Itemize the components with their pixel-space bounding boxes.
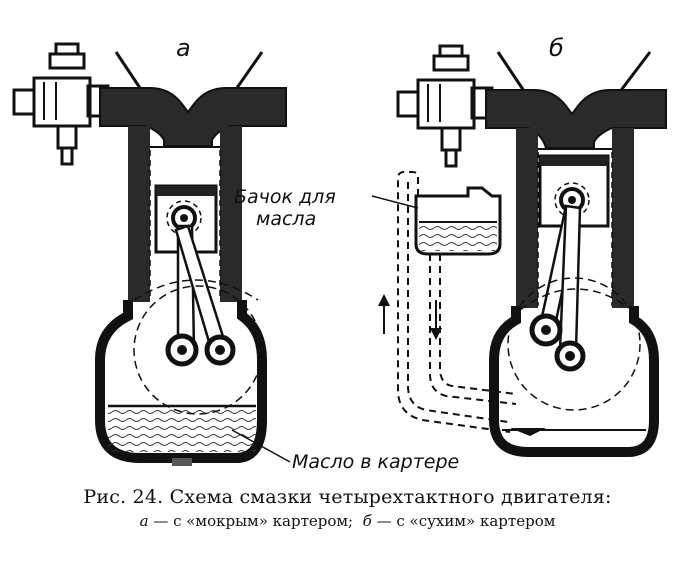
caption-letter-a: а <box>139 512 149 530</box>
spark-plug-a <box>12 42 110 166</box>
spark-plug-b <box>396 44 494 168</box>
oil-tank <box>371 186 502 256</box>
diagram-label-b: б <box>549 34 564 62</box>
diagram-label-a: а <box>176 34 191 62</box>
engine-b-dry-sump <box>396 44 667 457</box>
crankcase-oil-label: Масло в картере <box>292 451 460 473</box>
caption-line-1: Рис. 24. Схема смазки четырехтактного дв… <box>83 486 612 508</box>
caption-line-2: а — с «мокрым» картером; б — с «сухим» к… <box>0 512 695 530</box>
engine-a-wet-sump <box>12 42 291 466</box>
caption-text-b: — с «сухим» картером <box>371 512 556 530</box>
oil-sump-a <box>108 406 256 452</box>
crankcase-b <box>489 306 659 457</box>
flow-arrow-down <box>430 300 442 340</box>
crankcase-a <box>95 300 267 463</box>
caption-text-a: — с «мокрым» картером; <box>148 512 363 530</box>
oil-lines <box>397 171 517 433</box>
cylinder-head-b <box>485 89 667 149</box>
cylinder-head-a <box>99 87 287 147</box>
oil-tank-label-line2: масла <box>256 208 317 230</box>
caption-letter-b: б <box>362 512 372 530</box>
oil-tank-label-line1: Бачок для <box>234 186 336 208</box>
oil-tank-label: Бачок для масла <box>234 186 384 230</box>
figure-caption: Рис. 24. Схема смазки четырехтактного дв… <box>0 486 695 530</box>
flow-arrow-up <box>378 294 390 334</box>
